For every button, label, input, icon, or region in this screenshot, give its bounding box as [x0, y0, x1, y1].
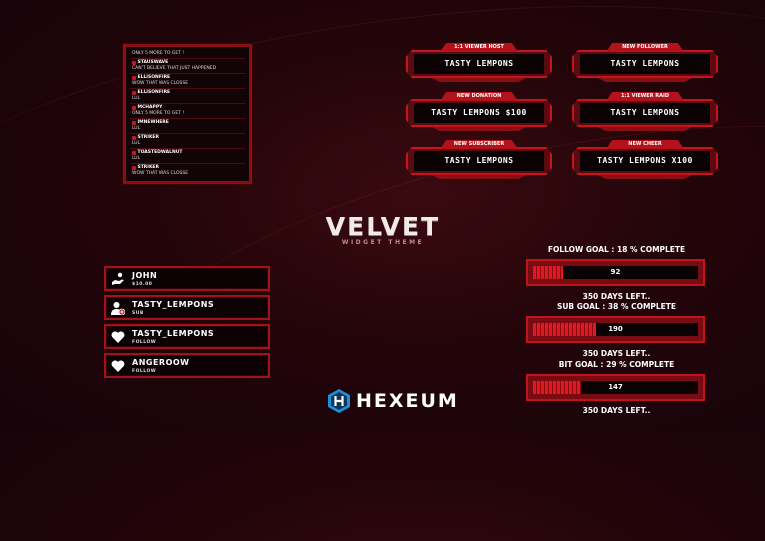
hexagon-h-logo-icon [328, 389, 350, 413]
alert-foot [598, 175, 692, 179]
sub-goal-label: SUB GOAL : 38 % COMPLETE [556, 302, 677, 311]
chat-messages: ONLY 5 MORE TO GET ! STAUSWAVE CAN'T BEL… [130, 50, 245, 177]
chat-message: STRIKER LUL [130, 134, 245, 149]
donation-hand-icon [112, 272, 124, 285]
event-name: JOHN [132, 271, 158, 280]
chat-message-text: WOW THAT WAS CLOSSE [132, 171, 189, 176]
bit-goal-days: 350 DAYS LEFT.. [582, 406, 651, 415]
chat-message: IMNEWHERE LUL [130, 119, 245, 134]
alert-new-subscriber: NEW SUBSCRIBER TASTY LEMPONS [406, 140, 552, 180]
user-badge-icon [132, 136, 136, 140]
chat-message: STRIKER WOW THAT WAS CLOSSE [130, 164, 245, 177]
sub-goal-days: 350 DAYS LEFT.. [582, 349, 651, 358]
event-name: TASTY_LEMPONS [132, 329, 215, 338]
user-badge-icon [132, 121, 136, 125]
user-badge-icon [132, 76, 136, 80]
event-item: ANGEROOW FOLLOW [104, 353, 270, 378]
alert-new-cheer: NEW CHEER TASTY LEMPONS X100 [572, 140, 718, 180]
brand-logo: HEXEUM [327, 388, 459, 414]
chat-message-text: ONLY 5 MORE TO GET ! [132, 111, 185, 116]
chat-username: ELLISONFIRE [137, 75, 171, 80]
chat-message-text: LUL [132, 96, 141, 101]
follow-goal-label: FOLLOW GOAL : 18 % COMPLETE [547, 245, 686, 254]
goal-track: 147 [533, 381, 698, 394]
chat-username: STRIKER [137, 135, 159, 140]
alert-value: TASTY LEMPONS X100 [580, 151, 710, 171]
alert-foot [598, 127, 692, 131]
alert-tab-label: NEW SUBSCRIBER [440, 140, 518, 149]
chat-message-text: CAN'T BELIEVE THAT JUST HAPPENED [132, 66, 217, 71]
chat-username: TOASTEDWALNUT [137, 150, 183, 155]
follow-goal-days: 350 DAYS LEFT.. [582, 292, 651, 301]
alert-viewer-raid: 1:1 VIEWER RAID TASTY LEMPONS [572, 92, 718, 132]
chat-message-text: LUL [132, 126, 141, 131]
brand-name: HEXEUM [356, 390, 459, 412]
alert-tab-label: NEW DONATION [440, 92, 518, 101]
chat-message: ONLY 5 MORE TO GET ! [130, 50, 245, 59]
chat-message-text: LUL [132, 141, 141, 146]
alert-value: TASTY LEMPONS [414, 151, 544, 171]
alert-foot [432, 78, 526, 82]
goal-fill [533, 323, 596, 336]
chat-username: MCHAPPY [137, 105, 163, 110]
chat-message-text: ONLY 5 MORE TO GET ! [132, 51, 185, 56]
alert-foot [432, 175, 526, 179]
chat-message: STAUSWAVE CAN'T BELIEVE THAT JUST HAPPEN… [130, 59, 245, 74]
chat-message-text: WOW THAT WAS CLOSSE [132, 81, 189, 86]
chat-message: ELLISONFIRE WOW THAT WAS CLOSSE [130, 74, 245, 89]
goal-track: 190 [533, 323, 698, 336]
chat-message: ELLISONFIRE LUL [130, 89, 245, 104]
user-badge-icon [132, 166, 136, 170]
chat-username: STAUSWAVE [137, 60, 169, 65]
heart-icon [111, 360, 125, 372]
alert-tab-label: 1:1 VIEWER HOST [440, 43, 518, 52]
goal-fill [533, 266, 563, 279]
chat-message: MCHAPPY ONLY 5 MORE TO GET ! [130, 104, 245, 119]
bit-goal-bar: 147 [526, 374, 705, 401]
goal-value: 92 [610, 268, 621, 276]
heart-icon [111, 331, 125, 343]
event-detail: FOLLOW [132, 340, 157, 345]
chat-username: IMNEWHERE [137, 120, 169, 125]
user-badge-icon [132, 91, 136, 95]
event-detail: $10.00 [132, 282, 153, 287]
chat-message-text: LUL [132, 156, 141, 161]
goal-value: 147 [608, 383, 623, 391]
event-item: JOHN $10.00 [104, 266, 270, 291]
alert-value: TASTY LEMPONS [580, 54, 710, 74]
goal-fill [533, 381, 581, 394]
alert-foot [598, 78, 692, 82]
chat-username: ELLISONFIRE [137, 90, 171, 95]
event-item: TASTY_LEMPONS SUB [104, 295, 270, 320]
alert-viewer-host: 1:1 VIEWER HOST TASTY LEMPONS [406, 43, 552, 83]
bit-goal-label: BIT GOAL : 29 % COMPLETE [558, 360, 675, 369]
alert-tab-label: NEW CHEER [606, 140, 684, 149]
alert-tab-label: 1:1 VIEWER RAID [606, 92, 684, 101]
alert-new-donation: NEW DONATION TASTY LEMPONS $100 [406, 92, 552, 132]
event-detail: FOLLOW [132, 369, 157, 374]
chat-message: TOASTEDWALNUT LUL [130, 149, 245, 164]
alert-new-follower: NEW FOLLOWER TASTY LEMPONS [572, 43, 718, 83]
goal-value: 190 [608, 325, 623, 333]
theme-title: VELVET [325, 212, 441, 241]
alert-value: TASTY LEMPONS [414, 54, 544, 74]
event-name: TASTY_LEMPONS [132, 300, 215, 309]
alert-value: TASTY LEMPONS [580, 103, 710, 123]
theme-subtitle: WIDGET THEME [341, 239, 425, 246]
follow-goal-bar: 92 [526, 259, 705, 286]
chat-box: ONLY 5 MORE TO GET ! STAUSWAVE CAN'T BEL… [123, 44, 252, 184]
user-badge-icon [132, 151, 136, 155]
user-badge-icon [132, 61, 136, 65]
event-item: TASTY_LEMPONS FOLLOW [104, 324, 270, 349]
user-badge-icon [132, 106, 136, 110]
alert-tab-label: NEW FOLLOWER [606, 43, 684, 52]
add-user-icon [111, 302, 125, 315]
alert-foot [432, 127, 526, 131]
alert-value: TASTY LEMPONS $100 [414, 103, 544, 123]
goal-track: 92 [533, 266, 698, 279]
chat-username: STRIKER [137, 165, 159, 170]
event-detail: SUB [132, 311, 144, 316]
sub-goal-bar: 190 [526, 316, 705, 343]
event-name: ANGEROOW [132, 358, 190, 367]
